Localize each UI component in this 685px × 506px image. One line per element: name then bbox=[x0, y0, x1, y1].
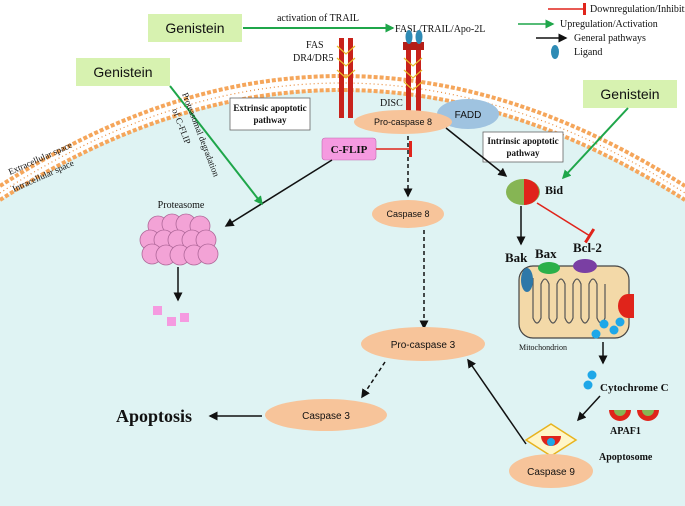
extrinsic-pathway-box bbox=[229, 97, 311, 131]
cytc-dot bbox=[583, 380, 593, 390]
caspase3-node bbox=[265, 399, 387, 431]
bid-bcl2-inhibit bbox=[536, 202, 596, 244]
genistein-proteasome-arrow bbox=[169, 85, 263, 206]
disc-label: DISC bbox=[380, 98, 403, 109]
bid-icon bbox=[506, 179, 540, 205]
genistein-top-box bbox=[148, 14, 242, 42]
fasl-label: FASL/TRAIL/Apo-2L bbox=[395, 24, 485, 35]
proteasome-label: Proteasome bbox=[158, 200, 205, 211]
bcl2-protein bbox=[573, 259, 597, 273]
trail-activation-label: activation of TRAIL bbox=[277, 13, 359, 24]
legend-general-label: General pathways bbox=[574, 33, 646, 44]
genistein-top-label: Genistein bbox=[165, 20, 224, 36]
bak-label: Bak bbox=[505, 250, 528, 265]
mitochondrion-label: Mitochondrion bbox=[519, 343, 567, 352]
caspase3-label: Caspase 3 bbox=[302, 411, 350, 422]
caspase8-node bbox=[372, 200, 444, 228]
bcl2-label: Bcl-2 bbox=[573, 240, 602, 255]
procaspase8-label: Pro-caspase 8 bbox=[374, 117, 432, 127]
genistein-bid-arrow bbox=[561, 107, 629, 180]
cflip-to-proteasome-arrow bbox=[224, 159, 333, 227]
apoptosome-icon bbox=[524, 423, 578, 457]
apoptosis-label: Apoptosis bbox=[116, 406, 192, 426]
extrinsic-label-1: Extrinsic apoptotic bbox=[233, 103, 306, 113]
fadd-label: FADD bbox=[455, 110, 482, 121]
legend-ligand-icon bbox=[551, 45, 559, 59]
casp9-to-procasp3-arrow bbox=[467, 358, 527, 445]
procaspase3-label: Pro-caspase 3 bbox=[391, 340, 456, 351]
ligand-left bbox=[405, 30, 413, 44]
fas-receptor bbox=[336, 38, 356, 118]
bak-protein bbox=[521, 268, 533, 292]
intrinsic-label-2: pathway bbox=[506, 148, 540, 158]
genistein-right-label: Genistein bbox=[600, 86, 659, 102]
degradation-fragments bbox=[153, 306, 189, 326]
dr-label: DR4/DR5 bbox=[293, 53, 334, 64]
cytochrome-label: Cytochrome C bbox=[600, 382, 669, 394]
disc-receptor bbox=[403, 42, 424, 118]
legend-activate-label: Upregulation/Activation bbox=[560, 19, 658, 30]
bax-protein bbox=[538, 262, 560, 274]
procasp8-to-bid-arrow bbox=[445, 127, 508, 177]
cytc-to-apoptosome-arrow bbox=[576, 395, 601, 422]
intrinsic-pathway-box bbox=[482, 131, 564, 163]
intrinsic-label-1: Intrinsic apoptotic bbox=[487, 136, 558, 146]
caspase9-node bbox=[509, 454, 593, 488]
mitochondrion bbox=[518, 259, 634, 339]
apoptosome-label: Apoptosome bbox=[599, 452, 653, 463]
apaf1-label: APAF1 bbox=[610, 426, 641, 437]
cflip-label: C-FLIP bbox=[331, 144, 368, 156]
legend: Downregulation/Inhibition Upregulation/A… bbox=[518, 3, 685, 59]
genistein-left-box bbox=[76, 58, 170, 86]
legend-inhibit-label: Downregulation/Inhibition bbox=[590, 4, 685, 15]
ligand-right bbox=[415, 30, 423, 44]
genistein-right-box bbox=[583, 80, 677, 108]
extrinsic-label-2: pathway bbox=[253, 115, 287, 125]
apaf1-icon bbox=[609, 410, 659, 421]
bax-label: Bax bbox=[535, 246, 557, 261]
procaspase8-node bbox=[354, 110, 452, 134]
procaspase3-node bbox=[361, 327, 485, 361]
proteasome-icon bbox=[139, 213, 219, 266]
genistein-left-label: Genistein bbox=[93, 64, 152, 80]
fadd-node bbox=[437, 99, 499, 129]
fas-label: FAS bbox=[306, 40, 324, 51]
legend-ligand-label: Ligand bbox=[574, 47, 602, 58]
caspase8-label: Caspase 8 bbox=[386, 209, 429, 219]
bid-label: Bid bbox=[545, 183, 563, 197]
cytc-dot bbox=[587, 370, 597, 380]
caspase9-label: Caspase 9 bbox=[527, 467, 575, 478]
